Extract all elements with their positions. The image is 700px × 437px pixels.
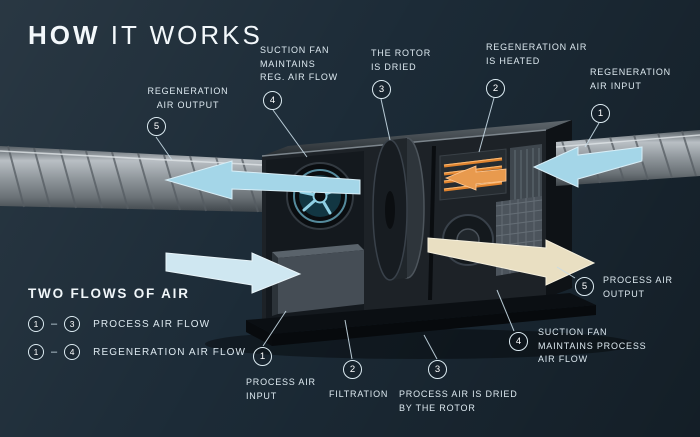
legend-number-from: 1 bbox=[28, 344, 44, 360]
regeneration-input-arrow bbox=[532, 146, 643, 188]
machine-body bbox=[246, 120, 596, 346]
legend-row-process-air-flow: 1 – 3 PROCESS AIR FLOW bbox=[28, 316, 246, 332]
machine-top-face bbox=[262, 120, 572, 156]
callout-number-reg-air-heated: 2 bbox=[486, 79, 505, 98]
legend-dash: – bbox=[51, 318, 58, 330]
legend-number-text: 3 bbox=[69, 319, 75, 329]
callout-label-suction-fan-process: SUCTION FAN MAINTAINS PROCESS AIR FLOW bbox=[538, 327, 647, 364]
legend-label-process-air-flow: PROCESS AIR FLOW bbox=[93, 318, 211, 330]
left-duct bbox=[0, 145, 263, 213]
legend-title: TWO FLOWS OF AIR bbox=[28, 286, 190, 301]
callout-label-reg-air-heated: REGENERATION AIR IS HEATED bbox=[486, 42, 588, 66]
machine-base-side bbox=[272, 305, 596, 346]
callout-number-text: 5 bbox=[581, 281, 588, 292]
callout-number-process-air-input: 1 bbox=[253, 347, 272, 366]
machine-base-front bbox=[246, 320, 272, 346]
callout-number-text: 2 bbox=[349, 364, 356, 375]
suction-fan bbox=[286, 162, 354, 230]
process-input-arrow bbox=[165, 252, 302, 294]
legend-number-text: 1 bbox=[33, 347, 39, 357]
legend-number-text: 1 bbox=[33, 319, 39, 329]
legend-dash: – bbox=[51, 346, 58, 358]
page-title-rest: IT WORKS bbox=[100, 20, 263, 50]
divider-wall bbox=[428, 145, 436, 301]
callout-label-regeneration-air-output: REGENERATION AIR OUTPUT bbox=[147, 86, 229, 110]
callout-number-text: 1 bbox=[259, 351, 266, 362]
callout-number-process-air-dried: 3 bbox=[428, 360, 447, 379]
callout-number-filtration: 2 bbox=[343, 360, 362, 379]
page-title-bold: HOW bbox=[28, 20, 101, 50]
callout-number-reg-output: 5 bbox=[147, 117, 166, 136]
callout-label-rotor-dried: THE ROTOR IS DRIED bbox=[371, 48, 432, 72]
callout-number-text: 5 bbox=[153, 121, 160, 132]
callout-label-suction-fan-reg: SUCTION FAN MAINTAINS REG. AIR FLOW bbox=[260, 45, 338, 82]
callout-label-process-air-dried: PROCESS AIR IS DRIED BY THE ROTOR bbox=[399, 389, 518, 413]
callout-number-reg-air-input: 1 bbox=[591, 104, 610, 123]
legend: TWO FLOWS OF AIR 1 – 3 PROCESS AIR FLOW … bbox=[28, 286, 246, 372]
callout-number-text: 3 bbox=[378, 84, 385, 95]
regeneration-output-arrow bbox=[164, 160, 361, 200]
louver-panel bbox=[510, 144, 542, 202]
callout-label-reg-air-input: REGENERATION AIR INPUT bbox=[590, 67, 671, 91]
callout-label-process-air-output: PROCESS AIR OUTPUT bbox=[603, 275, 673, 299]
legend-number-to: 4 bbox=[64, 344, 81, 360]
callout-label-filtration: FILTRATION bbox=[329, 389, 389, 399]
callout-number-rotor-dried: 3 bbox=[372, 80, 391, 99]
callout-label-process-air-input: PROCESS AIR INPUT bbox=[246, 377, 316, 401]
callout-number-text: 4 bbox=[269, 95, 276, 106]
heated-air-arrow bbox=[444, 165, 507, 191]
callout-number-suction-fan-reg: 4 bbox=[263, 91, 282, 110]
legend-number-from: 1 bbox=[28, 316, 44, 332]
page-title: HOW IT WORKS bbox=[28, 20, 263, 51]
legend-label-regeneration-air-flow: REGENERATION AIR FLOW bbox=[93, 346, 247, 358]
legend-row-regeneration-air-flow: 1 – 4 REGENERATION AIR FLOW bbox=[28, 344, 246, 360]
callout-connector-lines bbox=[155, 97, 600, 360]
callout-number-text: 4 bbox=[515, 336, 522, 347]
callout-number-suction-fan-process: 4 bbox=[509, 332, 528, 351]
rotor bbox=[372, 137, 425, 281]
process-output-arrow bbox=[427, 237, 596, 286]
legend-number-to: 3 bbox=[64, 316, 81, 332]
machine-base bbox=[246, 293, 596, 334]
legend-number-text: 4 bbox=[69, 347, 75, 357]
callout-number-text: 1 bbox=[597, 108, 604, 119]
callout-number-text: 3 bbox=[434, 364, 441, 375]
callout-number-text: 2 bbox=[492, 83, 499, 94]
callout-number-process-air-output: 5 bbox=[575, 277, 594, 296]
